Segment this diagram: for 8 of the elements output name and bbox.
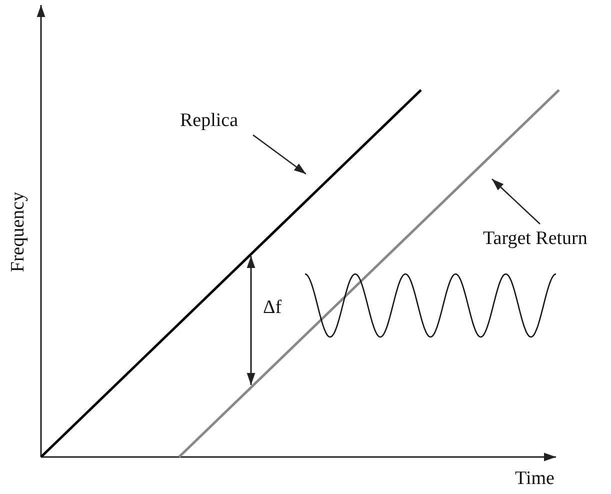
line-label: Target Return [483, 229, 588, 248]
dimension-label: Δf [263, 298, 282, 317]
axis-title: Time [515, 469, 554, 488]
frequency-ramp-line [40, 89, 422, 458]
axis-title: Frequency [8, 192, 28, 272]
line-label: Replica [180, 111, 238, 130]
leader-arrow [492, 178, 540, 224]
leader-arrow [252, 134, 306, 175]
